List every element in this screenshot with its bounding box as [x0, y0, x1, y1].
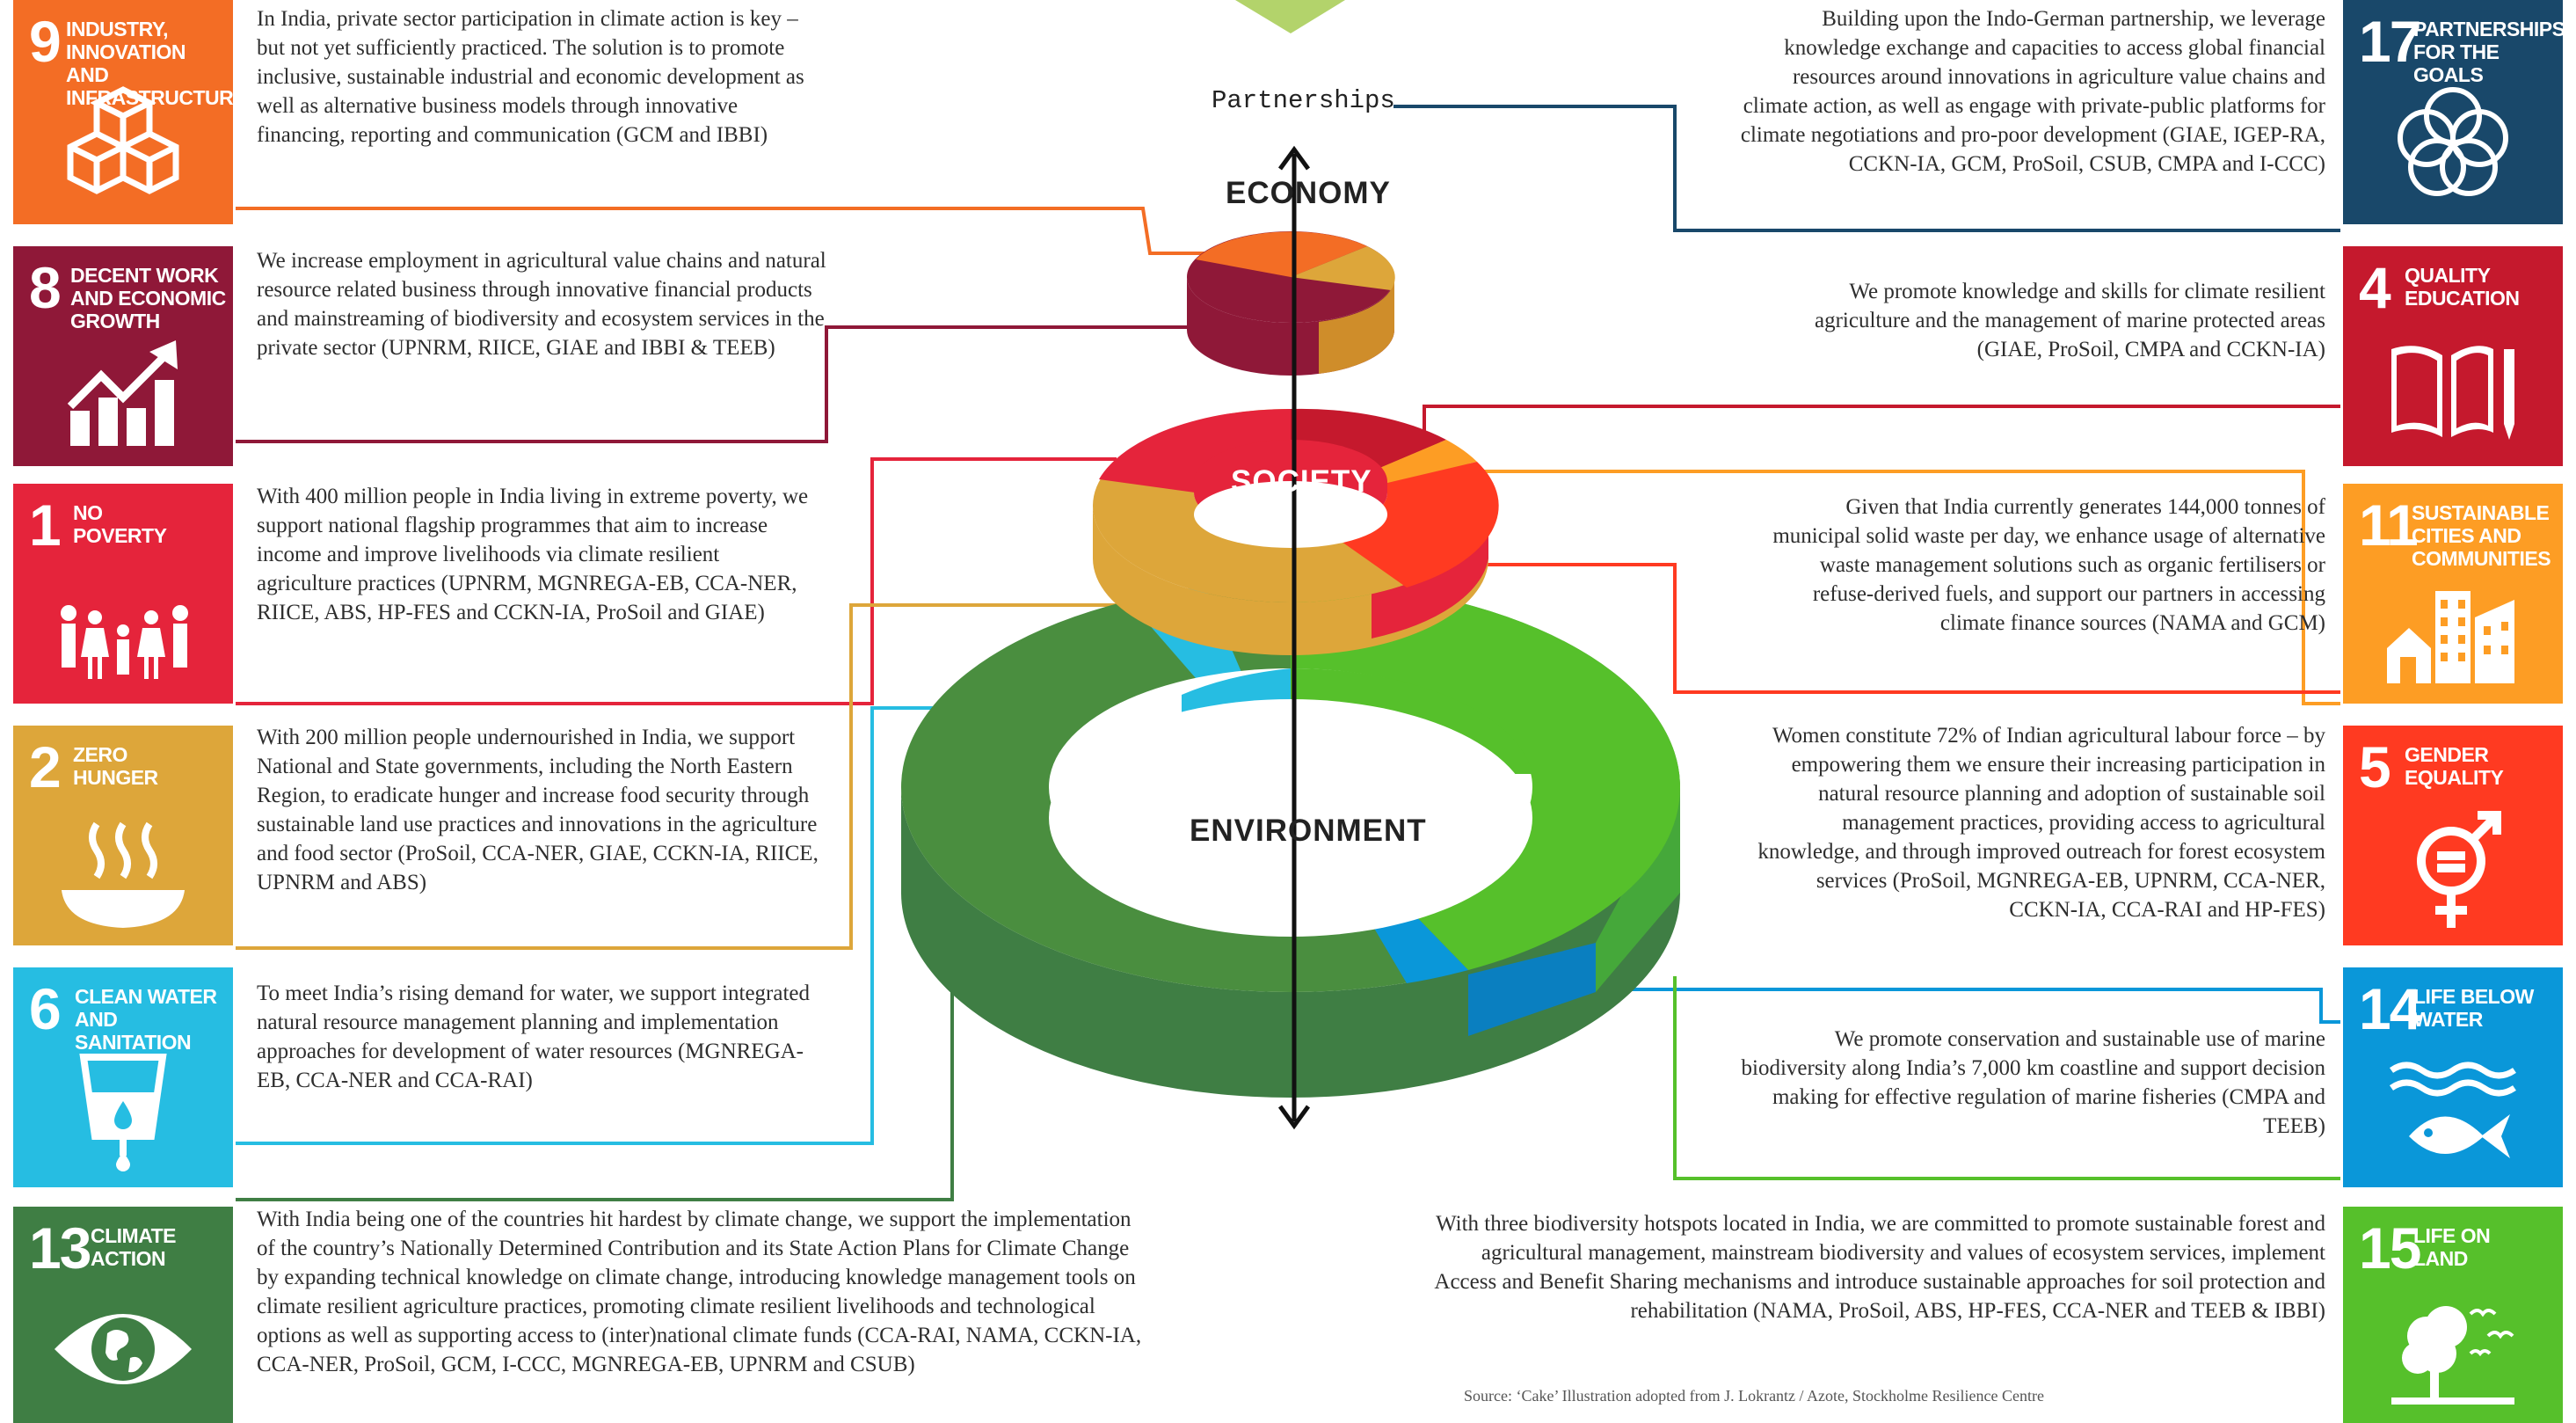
sdg-tile-4: 4 Quality education: [2343, 246, 2563, 466]
book-pencil-icon: [2391, 346, 2514, 440]
vertical-axis: [1277, 145, 1311, 1130]
sdg-14-description: We promote conservation and sustainable …: [1741, 1027, 2325, 1138]
sdg-13-description: With India being one of the countries hi…: [257, 1208, 1142, 1376]
sdg-17-description: Building upon the Indo-German partnershi…: [1740, 7, 2325, 176]
gender-symbol-icon: [2417, 811, 2501, 928]
sdg-number: 8: [29, 255, 62, 320]
sdg-9-description: In India, private sector participation i…: [257, 7, 804, 147]
leader-line-8: [236, 325, 1191, 443]
sdg-label: Life on land: [2413, 1224, 2491, 1270]
cubes-icon: [67, 86, 179, 194]
sdg-number: 5: [2359, 734, 2391, 799]
environment-layer: [901, 582, 1681, 1098]
partnerships-label: Partnerships: [1212, 86, 1395, 115]
sdg-number: 11: [2359, 493, 2419, 558]
leader-line-1: [236, 457, 1117, 705]
sdg-tile-13: 13 Climate action: [13, 1207, 233, 1423]
sdg-number: 6: [29, 976, 62, 1041]
sdg-number: 15: [2359, 1215, 2421, 1281]
sdg-label: Life below water: [2413, 985, 2534, 1031]
sdg-number: 17: [2359, 9, 2421, 74]
rings-icon: [2398, 87, 2508, 196]
eye-globe-icon: [55, 1314, 192, 1384]
fish-icon: [2389, 1062, 2516, 1158]
society-layer: [1093, 408, 1499, 655]
sdg-label: Decent work and economic growth: [70, 264, 226, 332]
sdg-tile-2: 2 Zero hunger: [13, 726, 233, 945]
sdg-tile-14: 14 Life below water: [2343, 967, 2563, 1187]
sdg-number: 9: [29, 9, 62, 74]
leader-line-5: [1477, 563, 2340, 694]
leader-line-14: [1596, 988, 2340, 1024]
leader-line-4: [1423, 405, 2340, 433]
leader-line-2: [236, 603, 1117, 950]
bowl-icon: [62, 821, 185, 928]
sdg-label: Zero hunger: [73, 743, 158, 789]
sdg-label: Clean water and sanitation: [75, 985, 217, 1054]
sdg-tile-9: 9 Industry, innovation and infrastructur…: [13, 0, 233, 224]
sdg-label: No poverty: [73, 501, 167, 547]
sdg-number: 4: [2359, 255, 2391, 320]
sdg-8-description: We increase employment in agricultural v…: [257, 249, 826, 360]
sdg-tile-11: 11 Sustainable cities and communities: [2343, 484, 2563, 704]
sdg-number: 1: [29, 493, 62, 558]
leader-line-17: [1394, 105, 2340, 232]
tree-birds-icon: [2391, 1306, 2514, 1405]
source-credit: Source: ‘Cake’ Illustration adopted from…: [1464, 1387, 2044, 1405]
growth-chart-icon: [67, 340, 178, 446]
society-label: SOCIETY: [1231, 464, 1372, 499]
sdg-label: Climate action: [91, 1224, 177, 1270]
leader-line-11: [1459, 470, 2340, 705]
environment-label: ENVIRONMENT: [1190, 814, 1427, 848]
sdg-tile-8: 8 Decent work and economic growth: [13, 246, 233, 466]
sdg-2-description: With 200 million people undernourished i…: [257, 726, 819, 894]
leader-line-15: [1673, 976, 2340, 1180]
sdg-6-description: To meet India’s rising demand for water,…: [257, 982, 811, 1092]
sdg-label: Quality education: [2405, 264, 2520, 310]
sdg-tile-17: 17 Partnerships for the goals: [2343, 0, 2563, 224]
buildings-icon: [2387, 591, 2514, 683]
sdg-11-description: Given that India currently generates 144…: [1772, 495, 2325, 635]
sdg-number: 14: [2359, 976, 2421, 1041]
sdg-tile-1: 1 No poverty: [13, 484, 233, 704]
sdg-number: 2: [29, 734, 62, 799]
sdg-5-description: Women constitute 72% of Indian agricultu…: [1757, 724, 2325, 922]
sdg-1-description: With 400 million people in India living …: [257, 485, 809, 624]
top-triangle: [1235, 0, 1345, 33]
family-icon: [61, 605, 188, 679]
sdg-number: 13: [29, 1215, 91, 1281]
sdg-tile-6: 6 Clean water and sanitation: [13, 967, 233, 1187]
sdg-4-description: We promote knowledge and skills for clim…: [1815, 280, 2325, 361]
sdg-label: Sustainable cities and communities: [2412, 501, 2551, 570]
sdg-label: Gender equality: [2405, 743, 2504, 789]
sdg-label: Partnerships for the goals: [2413, 18, 2563, 86]
economy-layer: [1187, 231, 1395, 376]
sdg-15-description: With three biodiversity hotspots located…: [1434, 1212, 2325, 1323]
economy-label: ECONOMY: [1226, 176, 1391, 210]
sdg-tile-5: 5 Gender equality: [2343, 726, 2563, 945]
water-glass-icon: [79, 1054, 167, 1171]
sdg-tile-15: 15 Life on land: [2343, 1207, 2563, 1423]
